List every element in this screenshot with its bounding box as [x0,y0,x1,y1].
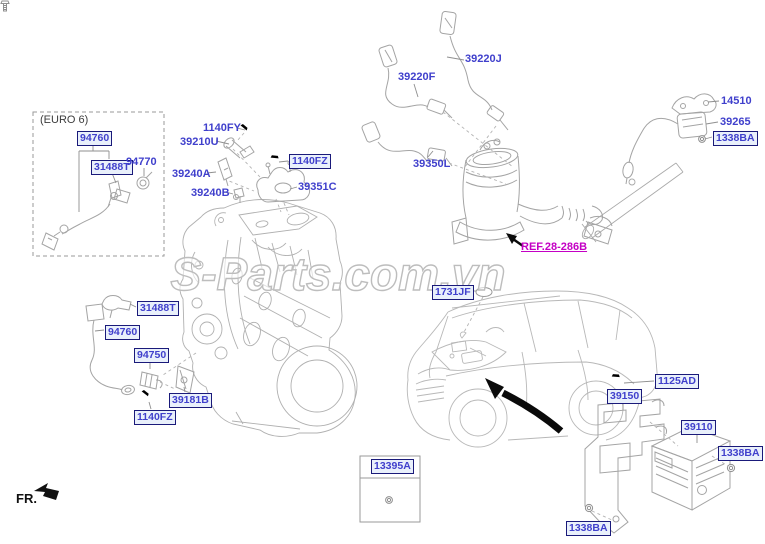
engine-illustration [179,199,358,437]
part-label-39350L[interactable]: 39350L [413,158,451,170]
part-label-94760-mid[interactable]: 94760 [105,325,141,340]
part-label-39150[interactable]: 39150 [607,389,643,404]
part-label-94770[interactable]: 94770 [126,156,157,168]
part-label-39110[interactable]: 39110 [681,420,716,435]
part-label-39210U[interactable]: 39210U [180,136,219,148]
part-label-1140FZ-mid[interactable]: 1140FZ [134,410,176,425]
part-label-39181B[interactable]: 39181B [169,393,212,408]
part-label-13395A[interactable]: 13395A [371,459,414,474]
fr-direction-label: FR. [16,491,37,506]
part-label-39220F[interactable]: 39220F [398,71,436,83]
part-label-1140FZ-top[interactable]: 1140FZ [289,154,331,169]
camshaft-sensor-cluster-illustration [217,137,311,203]
part-label-14510[interactable]: 14510 [721,95,752,107]
nut-1338BA-topright-icon [698,135,706,143]
ecu-bracket-illustration [584,398,667,534]
euro6-note: (EURO 6) [40,114,89,126]
part-label-1140FY[interactable]: 1140FY [203,122,241,134]
catalytic-converter-illustration [451,138,613,245]
table-13395A [359,455,421,523]
left-sensors-illustration [85,295,195,396]
part-label-1338BA-right[interactable]: 1338BA [718,446,763,461]
callout-ellipse-1731JF [475,287,493,297]
nut-1338BA-bottom-icon [584,503,594,513]
part-label-39240B[interactable]: 39240B [191,187,230,199]
part-label-1338BA-bottom[interactable]: 1338BA [566,521,611,536]
part-label-39265[interactable]: 39265 [720,116,751,128]
bolt-1140FZ-mid-icon [136,388,150,403]
right-sensor-module-illustration [622,93,717,185]
part-label-39351C[interactable]: 39351C [298,181,337,193]
bolt-1125AD-icon [610,373,621,386]
car-illustration [406,290,658,448]
part-label-94760-euro6[interactable]: 94760 [77,131,113,146]
exhaust-pipe-illustration [581,162,684,243]
part-label-94750[interactable]: 94750 [134,348,170,363]
curved-pointer-arrow [485,378,564,434]
oxygen-sensors-illustration [361,11,509,167]
part-label-31488T-mid[interactable]: 31488T [137,301,179,316]
part-label-1731JF[interactable]: 1731JF [432,285,474,300]
nut-1338BA-right-icon [726,463,736,473]
part-label-39220J[interactable]: 39220J [465,53,502,65]
part-label-31488T-euro6[interactable]: 31488T [91,160,133,175]
bolt-1140FZ-top-icon [269,154,280,167]
euro6-sensors-illustration [32,111,165,257]
dashed-lines [159,111,729,521]
part-label-1125AD[interactable]: 1125AD [655,374,699,389]
ref-arrow [506,233,524,248]
part-label-1338BA-topright[interactable]: 1338BA [713,131,758,146]
ref-link-28-286B[interactable]: REF.28-286B [521,241,588,253]
fr-direction-arrow-icon [34,483,59,500]
fasteners [0,0,10,12]
leader-lines [78,56,720,443]
part-label-39240A[interactable]: 39240A [172,168,211,180]
